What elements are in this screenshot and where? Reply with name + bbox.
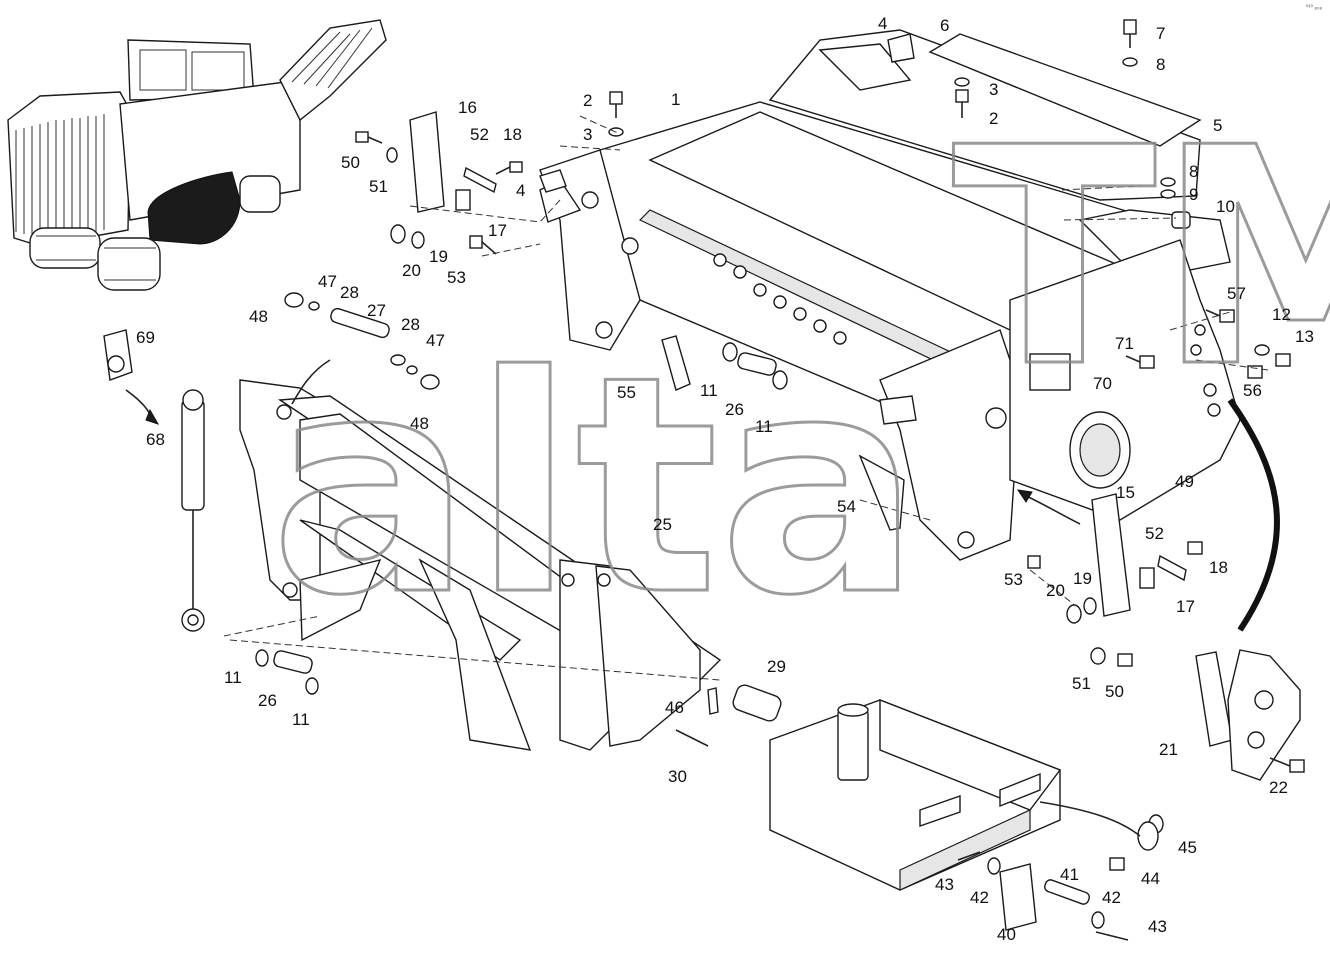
callout-27: 27 [367,301,386,320]
callout-9: 9 [1189,185,1198,204]
callout-22: 22 [1269,778,1288,797]
callout-5: 5 [1213,116,1222,135]
callout-53: 53 [447,268,466,287]
small-parts [255,19,1305,941]
callout-41: 41 [1060,865,1079,884]
callout-26: 26 [725,400,744,419]
callout-42: 42 [970,888,989,907]
callout-18: 18 [503,125,522,144]
callout-19: 19 [429,247,448,266]
sheet-code: ⁰¹⁰ ₈₀₈ [1306,5,1322,11]
callout-25: 25 [653,515,672,534]
alignment-lines [223,115,1269,681]
callout-19: 19 [1073,569,1092,588]
callout-52: 52 [470,125,489,144]
callout-55: 55 [617,383,636,402]
callout-11: 11 [292,710,310,729]
callout-21: 21 [1159,740,1178,759]
callout-57: 57 [1227,284,1246,303]
callout-70: 70 [1093,374,1112,393]
callout-56: 56 [1243,381,1262,400]
callout-8: 8 [1189,162,1198,181]
callout-28: 28 [401,315,420,334]
arrowhead-69 [145,408,160,425]
callout-30: 30 [668,767,687,786]
callout-71: 71 [1115,334,1134,353]
callout-17: 17 [1176,597,1195,616]
callout-7: 7 [1156,24,1165,43]
callout-10: 10 [1216,197,1235,216]
bracket-part-69 [103,329,133,381]
callout-11: 11 [755,417,773,436]
callout-42: 42 [1102,888,1121,907]
callout-47: 47 [426,331,445,350]
callout-43: 43 [1148,917,1167,936]
callout-17: 17 [488,221,507,240]
callout-29: 29 [767,657,786,676]
callout-50: 50 [341,153,360,172]
callout-11: 11 [224,668,242,687]
callout-48: 48 [249,307,268,326]
callout-2: 2 [989,109,998,128]
callout-26: 26 [258,691,277,710]
chassis-assembly [769,698,1062,891]
callout-11: 11 [700,381,718,400]
callout-43: 43 [935,875,954,894]
callout-28: 28 [340,283,359,302]
callout-3: 3 [583,125,592,144]
callout-4: 4 [516,181,525,200]
main-frame-part-1 [539,29,1241,561]
lower-arm-assembly-part-25 [239,379,722,751]
callout-20: 20 [402,261,421,280]
callout-51: 51 [1072,674,1091,693]
callout-48: 48 [410,414,429,433]
callout-69: 69 [136,328,155,347]
svg-text:TM: TM [952,84,1330,433]
watermark: alta TM [269,83,1330,663]
callout-54: 54 [837,497,856,516]
callout-16: 16 [458,98,477,117]
callout-50: 50 [1105,682,1124,701]
reference-arrows [291,359,1280,837]
callout-8: 8 [1156,55,1165,74]
callout-13: 13 [1295,327,1314,346]
callout-4: 4 [878,14,887,33]
callout-40: 40 [997,925,1016,944]
callout-1: 1 [671,90,680,109]
callout-12: 12 [1272,305,1291,324]
callout-44: 44 [1141,869,1160,888]
callout-51: 51 [369,177,388,196]
callout-15: 15 [1116,483,1135,502]
callout-20: 20 [1046,581,1065,600]
callout-18: 18 [1209,558,1228,577]
hydraulic-cylinder-part-68 [181,389,205,632]
callout-53: 53 [1004,570,1023,589]
callout-52: 52 [1145,524,1164,543]
callout-labels: 1 2 2 3 3 4 4 5 6 7 8 8 9 10 11 11 11 11… [136,14,1314,944]
callout-3: 3 [989,80,998,99]
machine-overview-illustration [7,19,387,291]
svg-text:alta: alta [270,312,921,661]
callout-47: 47 [318,272,337,291]
callout-2: 2 [583,91,592,110]
callout-68: 68 [146,430,165,449]
callout-46: 46 [665,698,684,717]
callout-49: 49 [1175,472,1194,491]
callout-6: 6 [940,16,949,35]
callout-45: 45 [1178,838,1197,857]
